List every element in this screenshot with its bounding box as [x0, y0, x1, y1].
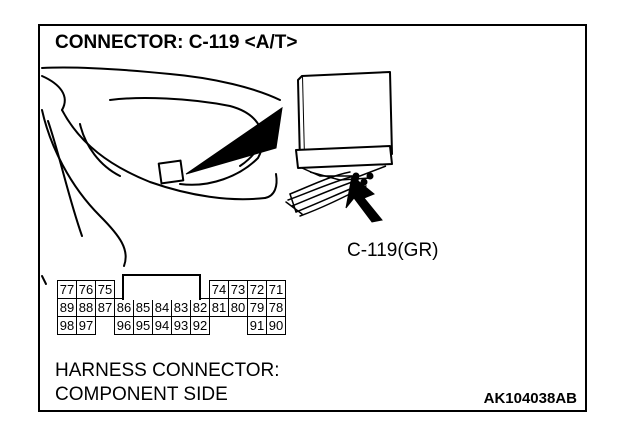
connector-key-notch: [122, 274, 201, 300]
pin-93: 93: [171, 316, 191, 335]
connector-arrow: [345, 175, 383, 223]
pin-98: 98: [57, 316, 77, 335]
pin-73: 73: [228, 280, 248, 299]
pin-83: 83: [171, 298, 191, 317]
pin-71: 71: [266, 280, 286, 299]
pin-95: 95: [133, 316, 153, 335]
vehicle-dashboard-illustration: [41, 66, 393, 285]
pin-87: 87: [95, 298, 115, 317]
connector-callout-label: C-119(GR): [347, 240, 439, 261]
pin-80: 80: [228, 298, 248, 317]
pointer-wedge: [185, 106, 283, 175]
pin-77: 77: [57, 280, 77, 299]
connector-title: CONNECTOR: C-119 <A/T>: [55, 32, 298, 53]
dash-component: [157, 159, 185, 185]
control-unit-body: [301, 71, 393, 159]
pin-92: 92: [190, 316, 210, 335]
pin-90: 90: [266, 316, 286, 335]
pin-72: 72: [247, 280, 267, 299]
pin-84: 84: [152, 298, 172, 317]
pin-88: 88: [76, 298, 96, 317]
pin-89: 89: [57, 298, 77, 317]
caption-line-2: COMPONENT SIDE: [55, 384, 228, 405]
wire-harness: [289, 171, 351, 195]
pin-82: 82: [190, 298, 210, 317]
pin-78: 78: [266, 298, 286, 317]
pin-76: 76: [76, 280, 96, 299]
pin-81: 81: [209, 298, 229, 317]
figure-code: AK104038AB: [483, 390, 577, 407]
pin-94: 94: [152, 316, 172, 335]
pin-91: 91: [247, 316, 267, 335]
dashboard-outline: [41, 66, 281, 101]
diagram-frame: CONNECTOR: C-119 <A/T>: [38, 24, 587, 412]
caption-line-1: HARNESS CONNECTOR:: [55, 360, 280, 381]
pin-74: 74: [209, 280, 229, 299]
pin-96: 96: [114, 316, 134, 335]
pin-97: 97: [76, 316, 96, 335]
pin-86: 86: [114, 298, 134, 317]
pin-85: 85: [133, 298, 153, 317]
pin-79: 79: [247, 298, 267, 317]
pin-75: 75: [95, 280, 115, 299]
